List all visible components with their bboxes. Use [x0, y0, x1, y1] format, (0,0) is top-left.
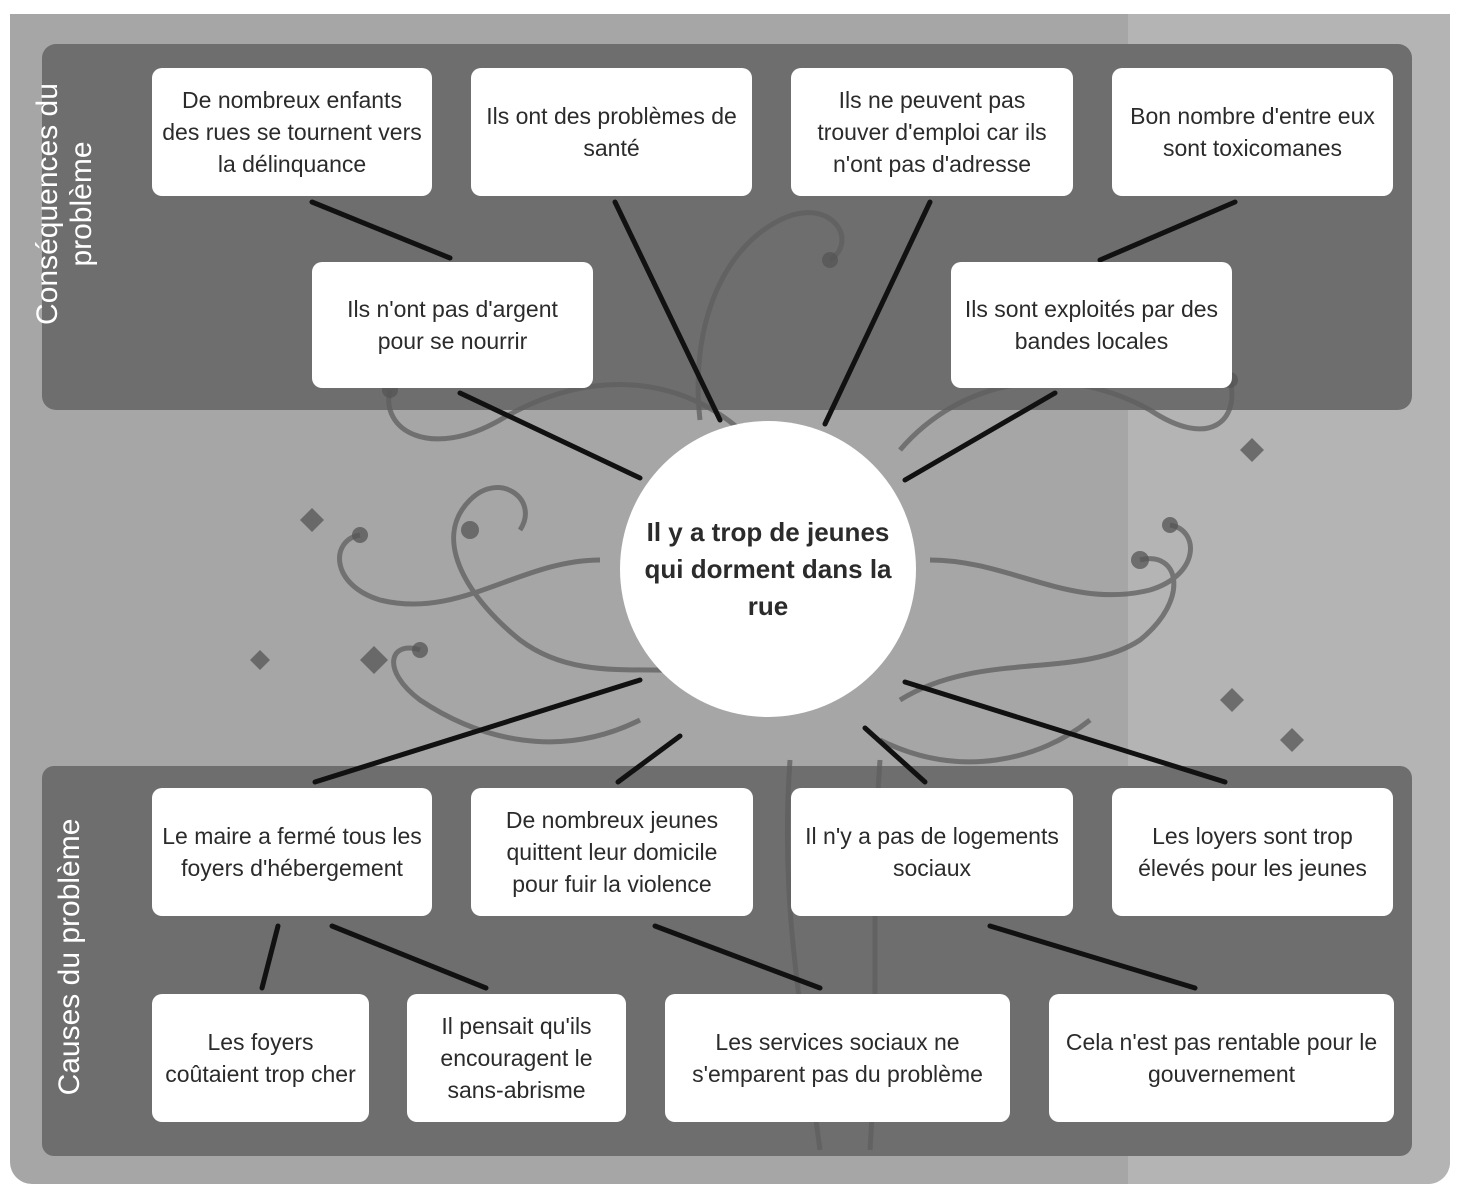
consequences-label: Conséquences du problème: [31, 83, 98, 325]
cause-box: Le maire a fermé tous les foyers d'héber…: [152, 788, 432, 916]
connector-logements: [862, 725, 928, 785]
consequence-box: Ils ont des problèmes de santé: [471, 68, 752, 196]
cause-box: Il n'y a pas de logements sociaux: [791, 788, 1073, 916]
connector-emploi: [822, 199, 933, 427]
connector-rentable: [987, 923, 1198, 991]
consequence-box: Bon nombre d'entre eux sont toxicomanes: [1112, 68, 1393, 196]
central-problem: Il y a trop de jeunes qui dorment dans l…: [620, 421, 916, 717]
connector-maire: [312, 677, 643, 785]
causes-label: Causes du problème: [53, 818, 86, 1096]
connector-loyers: [902, 679, 1228, 785]
sub-cause-box: Les foyers coûtaient trop cher: [152, 994, 369, 1122]
connector-argent: [457, 390, 643, 481]
connector-services: [652, 923, 823, 991]
consequence-box: De nombreux enfants des rues se tournent…: [152, 68, 432, 196]
connector-sante: [612, 199, 723, 423]
sub-cause-box: Cela n'est pas rentable pour le gouverne…: [1049, 994, 1394, 1122]
connector-foyers-cher: [259, 923, 281, 991]
cause-box: Les loyers sont trop élevés pour les jeu…: [1112, 788, 1393, 916]
connector-bandes: [902, 390, 1058, 483]
connector-violence: [615, 733, 683, 785]
cause-box: De nombreux jeunes quittent leur domicil…: [471, 788, 753, 916]
connector-toxicomanes: [1097, 199, 1238, 263]
connector-delinquance: [309, 199, 453, 261]
consequence-box: Ils n'ont pas d'argent pour se nourrir: [312, 262, 593, 388]
consequence-box: Ils ne peuvent pas trouver d'emploi car …: [791, 68, 1073, 196]
connector-sans-abrisme: [329, 923, 489, 991]
sub-cause-box: Les services sociaux ne s'emparent pas d…: [665, 994, 1010, 1122]
consequence-box: Ils sont exploités par des bandes locale…: [951, 262, 1232, 388]
sub-cause-box: Il pensait qu'ils encouragent le sans-ab…: [407, 994, 626, 1122]
